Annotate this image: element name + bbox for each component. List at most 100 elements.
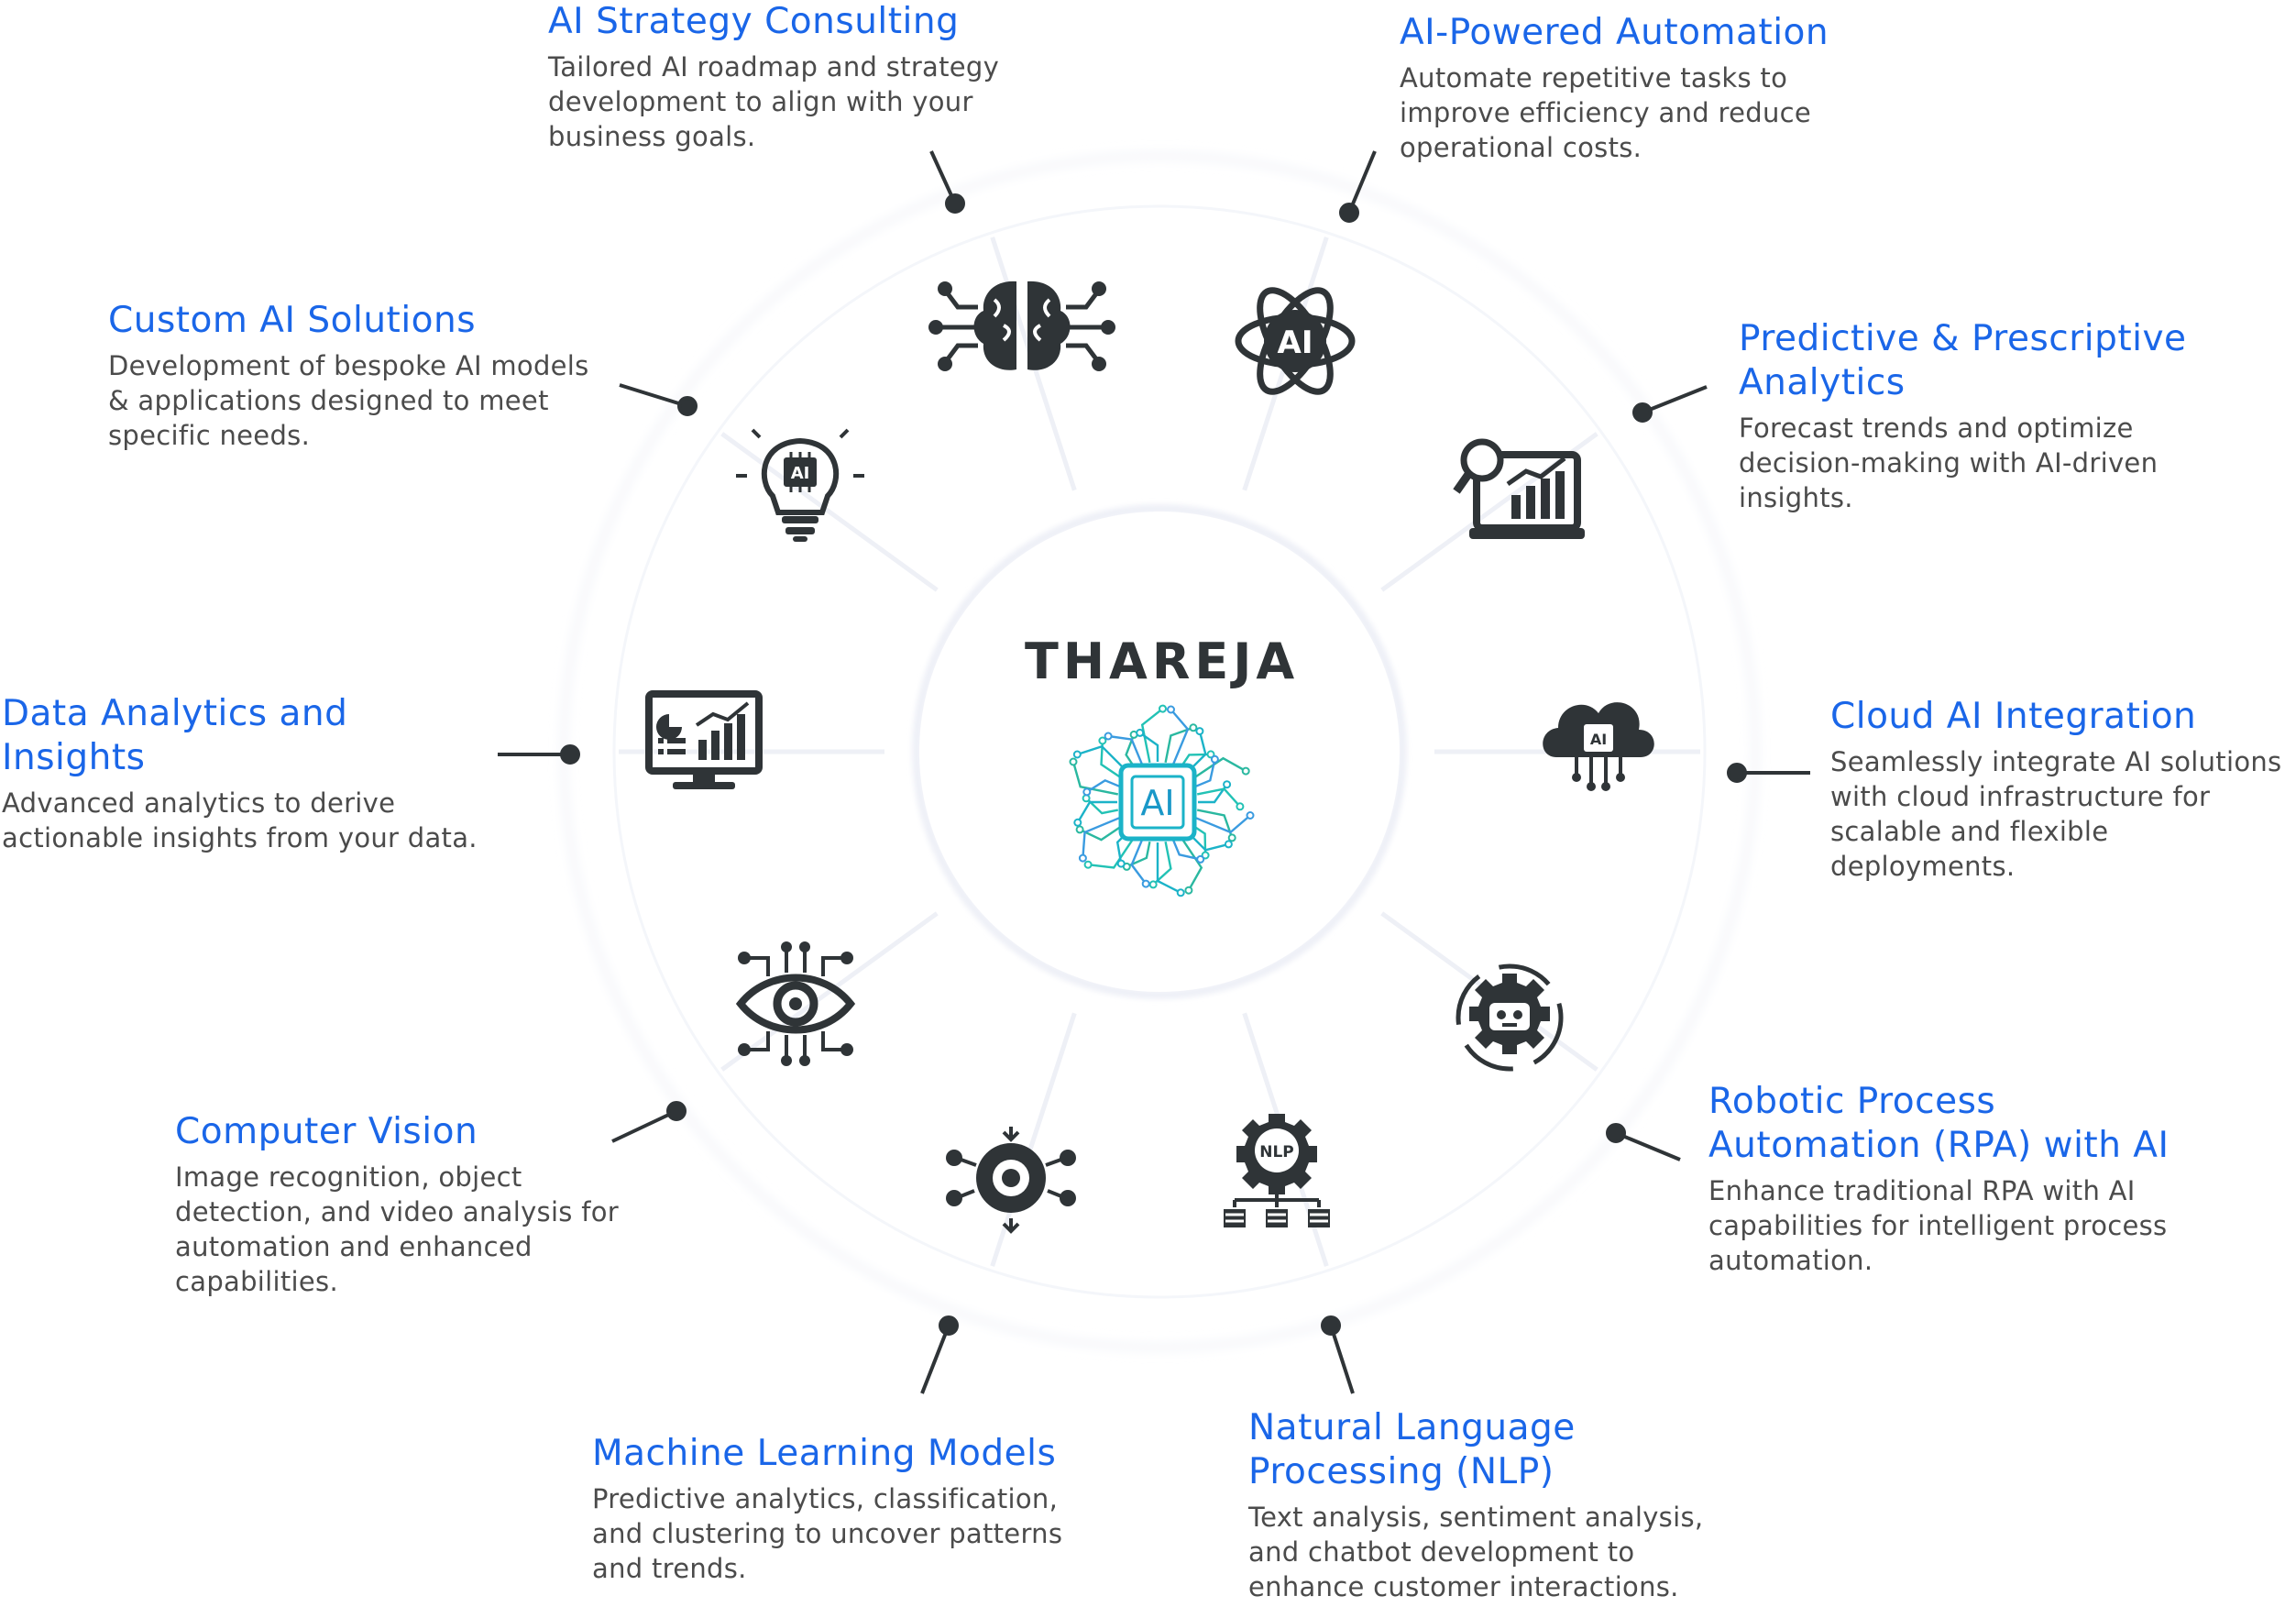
- service-computer-vision: Computer Vision Image recognition, objec…: [175, 1110, 661, 1299]
- chip-trace-node: [1078, 853, 1087, 863]
- service-description: Advanced analytics to derive actionable …: [2, 787, 478, 853]
- chip-trace-node: [1072, 750, 1082, 759]
- connector-lines: [498, 150, 1810, 1394]
- chip-trace: [1164, 726, 1194, 764]
- chip-trace: [1085, 797, 1119, 815]
- chip-trace-node: [1196, 854, 1205, 864]
- ai-chip-label: AI: [1140, 783, 1174, 823]
- chip-trace: [1139, 732, 1159, 762]
- wheel-divider: [990, 1012, 1077, 1267]
- chip-trace-node: [1141, 879, 1150, 888]
- chip-trace-node: [1159, 704, 1167, 713]
- chip-trace: [1087, 834, 1137, 869]
- connector-cloud-ai-integration: [1727, 763, 1810, 783]
- nlp-gear-icon-label: NLP: [1259, 1143, 1294, 1161]
- service-description: Seamlessly integrate AI solutions with c…: [1830, 746, 2282, 882]
- chip-trace: [1082, 816, 1121, 859]
- chip-trace-node: [1075, 825, 1084, 834]
- chip-trace-node: [1195, 727, 1204, 736]
- chip-trace-node: [1082, 787, 1092, 797]
- service-predictive-prescriptive-analytics: Predictive & Prescriptive Analytics Fore…: [1739, 317, 2234, 515]
- connector-ai-powered-automation: [1339, 150, 1377, 223]
- connector-nlp: [1321, 1315, 1355, 1394]
- chip-trace-node: [1246, 811, 1255, 820]
- chip-trace-node: [1224, 840, 1233, 849]
- ml-gear-network-icon: [946, 1127, 1076, 1234]
- nlp-gear-icon: NLP: [1224, 1114, 1330, 1227]
- service-description: Text analysis, sentiment analysis, and c…: [1248, 1502, 1704, 1602]
- chip-trace-node: [1136, 728, 1145, 737]
- wheel-ring: [561, 153, 1758, 1350]
- service-description: Tailored AI roadmap and strategy develop…: [548, 51, 1000, 152]
- service-description: Enhance traditional RPA with AI capabili…: [1708, 1175, 2168, 1276]
- connector-custom-ai: [619, 383, 698, 416]
- service-title: Data Analytics and Insights: [2, 693, 348, 778]
- chip-trace: [1196, 787, 1241, 808]
- service-title: AI-Powered Automation: [1400, 12, 1829, 53]
- service-description: Forecast trends and optimize decision-ma…: [1739, 413, 2159, 513]
- chip-trace: [1076, 744, 1130, 775]
- service-data-analytics-insights: Data Analytics and Insights Advanced ana…: [2, 692, 478, 855]
- service-ai-powered-automation: AI-Powered Automation Automate repetitiv…: [1400, 11, 1876, 165]
- connector-machine-learning: [920, 1315, 959, 1394]
- chip-trace-node: [1201, 851, 1210, 860]
- chip-trace: [1126, 841, 1151, 868]
- chip-trace-node: [1184, 886, 1193, 895]
- chip-trace-node: [1176, 888, 1185, 897]
- chip-trace-node: [1167, 705, 1175, 714]
- chip-trace: [1076, 800, 1117, 823]
- chip-trace: [1071, 761, 1119, 796]
- brand-name: THAREJA: [1025, 633, 1300, 690]
- chip-trace: [1140, 708, 1164, 764]
- chip-trace-node: [1083, 860, 1093, 869]
- wheel-divider: [720, 911, 939, 1072]
- service-description: Automate repetitive tasks to improve eff…: [1400, 62, 1812, 163]
- chip-trace: [1171, 839, 1201, 861]
- service-title: Computer Vision: [175, 1111, 478, 1152]
- chip-trace: [1086, 778, 1121, 793]
- chip-trace-node: [1236, 802, 1245, 811]
- chip-trace-node: [1148, 880, 1158, 889]
- chip-trace: [1130, 839, 1148, 885]
- chip-trace: [1198, 784, 1228, 804]
- chip-trace: [1179, 834, 1203, 891]
- chip-trace: [1196, 809, 1234, 839]
- service-machine-learning-models: Machine Learning Models Predictive analy…: [592, 1432, 1078, 1586]
- service-title: Predictive & Prescriptive Analytics: [1739, 318, 2187, 403]
- wheel-divider: [720, 432, 939, 592]
- chip-trace: [1079, 823, 1126, 842]
- service-custom-ai-solutions: Custom AI Solutions Development of bespo…: [108, 299, 612, 453]
- service-title: Machine Learning Models: [592, 1433, 1057, 1474]
- service-title: Custom AI Solutions: [108, 300, 477, 341]
- service-description: Development of bespoke AI models & appli…: [108, 350, 589, 451]
- chip-trace-node: [1223, 780, 1232, 789]
- analytics-monitor-icon: [1453, 438, 1585, 539]
- ai-atom-icon: AI: [1235, 287, 1356, 395]
- connector-data-analytics: [498, 744, 580, 765]
- chip-trace-node: [1189, 723, 1198, 732]
- brain-network-icon: [928, 281, 1115, 371]
- chip-trace-node: [1116, 859, 1126, 868]
- service-cloud-ai-integration: Cloud AI Integration Seamlessly integrat…: [1830, 695, 2296, 884]
- connector-rpa: [1606, 1123, 1681, 1161]
- chip-trace-node: [1210, 754, 1219, 764]
- eye-circuit-icon: [735, 941, 856, 1066]
- service-title: Cloud AI Integration: [1830, 696, 2197, 737]
- cloud-ai-icon-label: AI: [1590, 731, 1607, 748]
- dashboard-monitor-icon: [645, 690, 763, 789]
- chip-trace: [1170, 709, 1190, 765]
- service-title: Robotic Process Automation (RPA) with AI: [1708, 1081, 2170, 1166]
- service-description: Predictive analytics, classification, an…: [592, 1483, 1063, 1584]
- connector-computer-vision: [611, 1101, 687, 1143]
- service-ai-strategy-consulting: AI Strategy Consulting Tailored AI roadm…: [548, 0, 1061, 154]
- chip-trace-node: [1082, 794, 1091, 803]
- chip-trace-node: [1206, 750, 1215, 759]
- chip-trace: [1190, 756, 1247, 781]
- connector-ai-strategy-consulting: [929, 150, 965, 214]
- ai-lightbulb-icon-label: AI: [791, 464, 810, 483]
- service-rpa-with-ai: Robotic Process Automation (RPA) with AI…: [1708, 1080, 2185, 1278]
- chip-trace: [1156, 842, 1181, 894]
- service-nlp: Natural Language Processing (NLP) Text a…: [1248, 1406, 1707, 1604]
- service-description: Image recognition, object detection, and…: [175, 1161, 620, 1297]
